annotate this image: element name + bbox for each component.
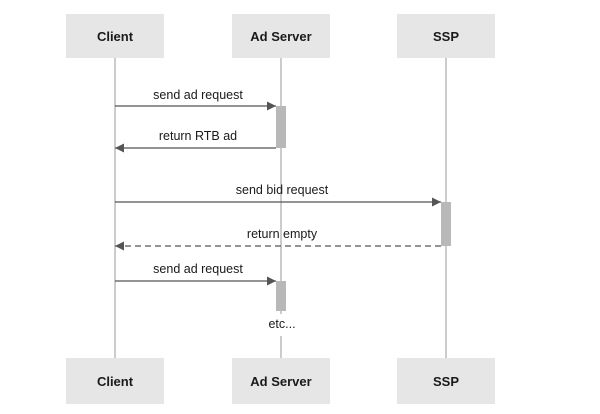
activation-ad-server-2	[276, 281, 286, 311]
message-label: send ad request	[153, 88, 243, 102]
message-send-bid-request: send bid request	[115, 183, 441, 207]
participant-label: SSP	[433, 29, 459, 44]
message-label: send bid request	[236, 183, 329, 197]
message-send-ad-request-1: send ad request	[115, 88, 276, 111]
participant-box-ad-server-top: Ad Server	[232, 14, 330, 58]
participant-box-client-bottom: Client	[66, 358, 164, 404]
activation-ssp	[441, 202, 451, 246]
participant-box-ssp-bottom: SSP	[397, 358, 495, 404]
participant-box-ad-server-bottom: Ad Server	[232, 358, 330, 404]
participant-label: Ad Server	[250, 374, 311, 389]
continuation-label: etc...	[268, 317, 295, 331]
participant-label: Ad Server	[250, 29, 311, 44]
message-label: send ad request	[153, 262, 243, 276]
message-label: return empty	[247, 227, 318, 241]
participant-box-ssp-top: SSP	[397, 14, 495, 58]
message-label: return RTB ad	[159, 129, 237, 143]
participant-box-client-top: Client	[66, 14, 164, 58]
participant-label: Client	[97, 29, 134, 44]
message-return-rtb-ad: return RTB ad	[115, 129, 276, 153]
participant-label: Client	[97, 374, 134, 389]
message-send-ad-request-2: send ad request	[115, 262, 276, 286]
message-return-empty: return empty	[115, 227, 441, 251]
participant-label: SSP	[433, 374, 459, 389]
activation-ad-server-1	[276, 106, 286, 148]
